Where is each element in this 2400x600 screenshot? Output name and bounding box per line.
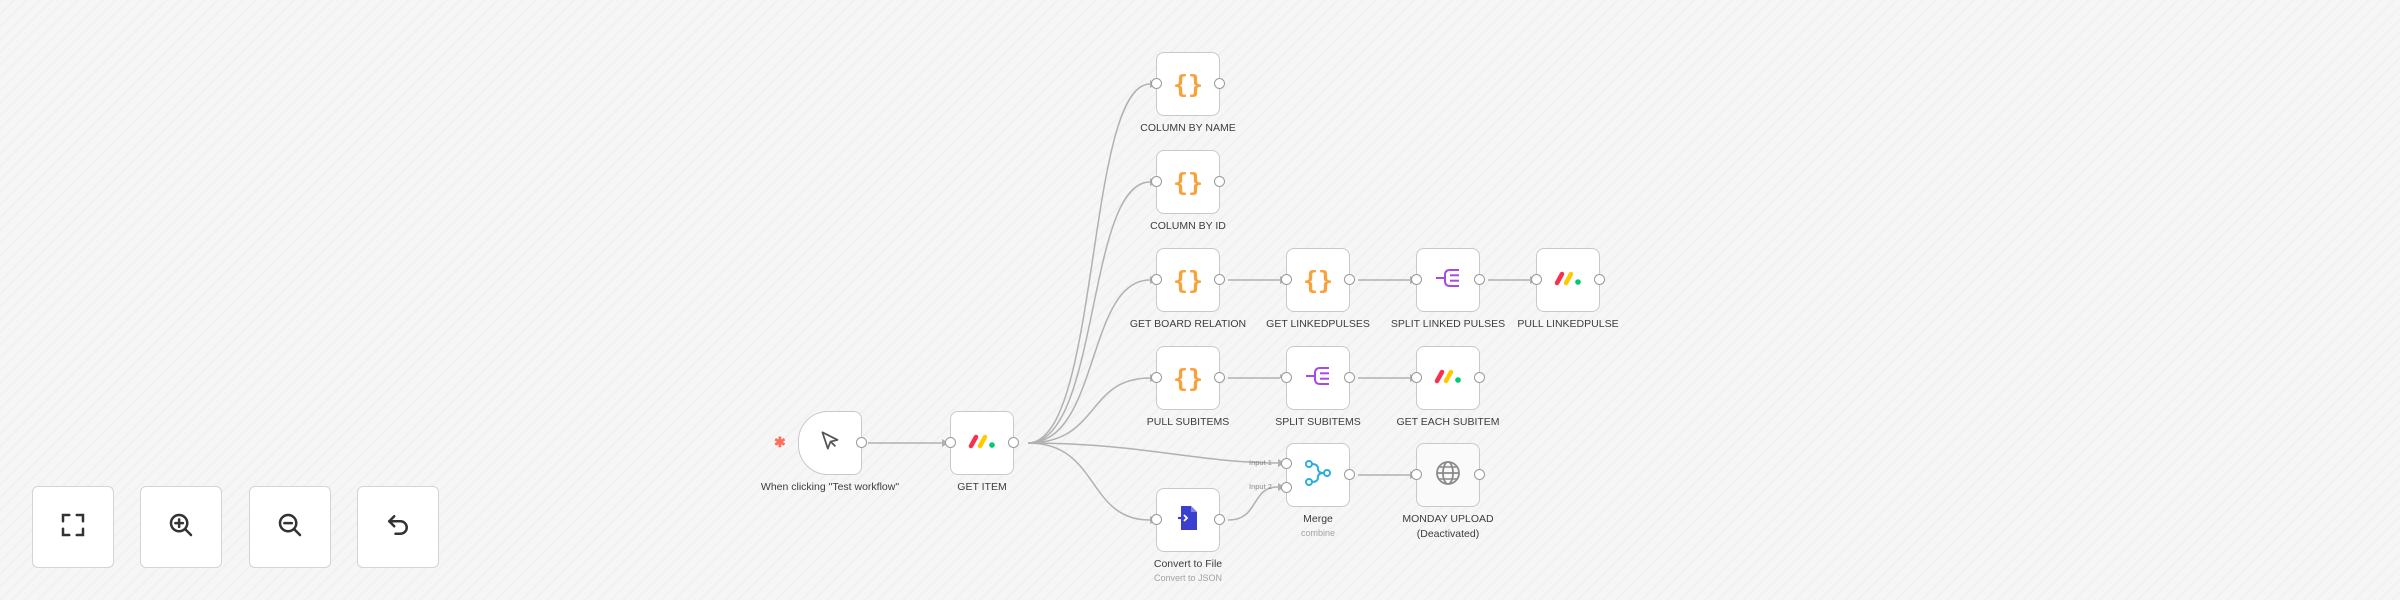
node-sublabel: Convert to JSON: [1153, 573, 1223, 583]
undo-icon: [383, 510, 413, 545]
input-port[interactable]: [1411, 372, 1422, 383]
node-label: PULL SUBITEMS: [1146, 416, 1230, 428]
output-port[interactable]: [1474, 274, 1485, 285]
node-split-linked-pulses[interactable]: [1411, 248, 1485, 312]
output-port[interactable]: [1344, 274, 1355, 285]
node-label: SPLIT SUBITEMS: [1275, 416, 1361, 428]
node-convert-to-file[interactable]: [1151, 488, 1225, 552]
node-label: When clicking "Test workflow": [760, 481, 900, 493]
node-status-label: (Deactivated): [1416, 528, 1480, 540]
cursor-icon: [817, 428, 843, 459]
connection-getitem-columnbyname: [1027, 83, 1151, 444]
output-port[interactable]: [1214, 514, 1225, 525]
input-port[interactable]: [1281, 372, 1292, 383]
output-port[interactable]: [1214, 78, 1225, 89]
node-label: GET LINKEDPULSES: [1266, 318, 1370, 330]
node-merge[interactable]: [1281, 443, 1355, 507]
code-braces-icon: {}: [1172, 265, 1204, 295]
output-port[interactable]: [1474, 469, 1485, 480]
trigger-star-icon: ✱: [774, 434, 786, 450]
input-port-2[interactable]: [1281, 482, 1292, 493]
zoom-out-button[interactable]: [249, 486, 331, 568]
node-label: SPLIT LINKED PULSES: [1390, 318, 1506, 330]
node-label: Convert to File: [1153, 558, 1223, 570]
node-label: GET ITEM: [957, 481, 1007, 493]
node-sublabel: combine: [1300, 528, 1336, 538]
input-port[interactable]: [1281, 274, 1292, 285]
node-label: COLUMN BY NAME: [1140, 122, 1236, 134]
split-out-icon: [1434, 266, 1462, 295]
zoom-in-icon: [166, 510, 196, 545]
output-port[interactable]: [1214, 274, 1225, 285]
fit-view-icon: [58, 510, 88, 545]
input-port[interactable]: [945, 437, 956, 448]
input-port[interactable]: [1411, 469, 1422, 480]
output-port[interactable]: [1008, 437, 1019, 448]
split-out-icon: [1304, 364, 1332, 393]
input-port[interactable]: [1151, 514, 1162, 525]
input-port[interactable]: [1411, 274, 1422, 285]
input-port[interactable]: [1151, 176, 1162, 187]
output-port[interactable]: [1344, 372, 1355, 383]
connection-getitem-converttofile: [1027, 442, 1151, 521]
node-column-by-id[interactable]: {}: [1151, 150, 1225, 214]
input-port[interactable]: [1151, 274, 1162, 285]
connection-getitem-columnbyid: [1027, 181, 1151, 444]
zoom-in-button[interactable]: [140, 486, 222, 568]
connection-converttofile-merge: [1227, 486, 1279, 521]
merge-input-1-label: Input 1: [1249, 458, 1272, 467]
node-label: COLUMN BY ID: [1150, 220, 1226, 232]
node-split-subitems[interactable]: [1281, 346, 1355, 410]
node-get-item[interactable]: [945, 411, 1019, 475]
reset-zoom-button[interactable]: [357, 486, 439, 568]
output-port[interactable]: [1594, 274, 1605, 285]
input-port[interactable]: [1151, 372, 1162, 383]
node-label: PULL LINKEDPULSE: [1517, 318, 1619, 330]
output-port[interactable]: [856, 437, 867, 448]
connection-getitem-getboardrelation: [1027, 279, 1151, 444]
code-braces-icon: {}: [1172, 167, 1204, 197]
code-braces-icon: {}: [1302, 265, 1334, 295]
node-column-by-name[interactable]: {}: [1151, 52, 1225, 116]
output-port[interactable]: [1344, 469, 1355, 480]
monday-icon: [966, 431, 998, 456]
node-pull-subitems[interactable]: {}: [1151, 346, 1225, 410]
merge-input-2-label: Input 2: [1249, 482, 1272, 491]
output-port[interactable]: [1214, 176, 1225, 187]
node-get-linkedpulses[interactable]: {}: [1281, 248, 1355, 312]
connection-getitem-pullsubitems: [1027, 377, 1151, 444]
node-label: Merge: [1303, 513, 1333, 525]
file-convert-icon: [1176, 504, 1200, 537]
connection-getitem-merge: [1027, 442, 1279, 464]
monday-icon: [1432, 366, 1464, 391]
fit-view-button[interactable]: [32, 486, 114, 568]
merge-icon: [1303, 459, 1333, 492]
input-port-1[interactable]: [1281, 458, 1292, 469]
monday-icon: [1552, 268, 1584, 293]
input-port[interactable]: [1531, 274, 1542, 285]
zoom-out-icon: [275, 510, 305, 545]
input-port[interactable]: [1151, 78, 1162, 89]
globe-icon: [1434, 459, 1462, 492]
node-manual-trigger[interactable]: [798, 411, 867, 475]
code-braces-icon: {}: [1172, 363, 1204, 393]
node-get-each-subitem[interactable]: [1411, 346, 1485, 410]
node-monday-upload[interactable]: [1411, 443, 1485, 507]
node-get-board-relation[interactable]: {}: [1151, 248, 1225, 312]
code-braces-icon: {}: [1172, 69, 1204, 99]
node-label: GET BOARD RELATION: [1129, 318, 1247, 330]
output-port[interactable]: [1474, 372, 1485, 383]
output-port[interactable]: [1214, 372, 1225, 383]
node-label: MONDAY UPLOAD: [1402, 513, 1494, 525]
node-pull-linkedpulse[interactable]: [1531, 248, 1605, 312]
node-label: GET EACH SUBITEM: [1396, 416, 1500, 428]
